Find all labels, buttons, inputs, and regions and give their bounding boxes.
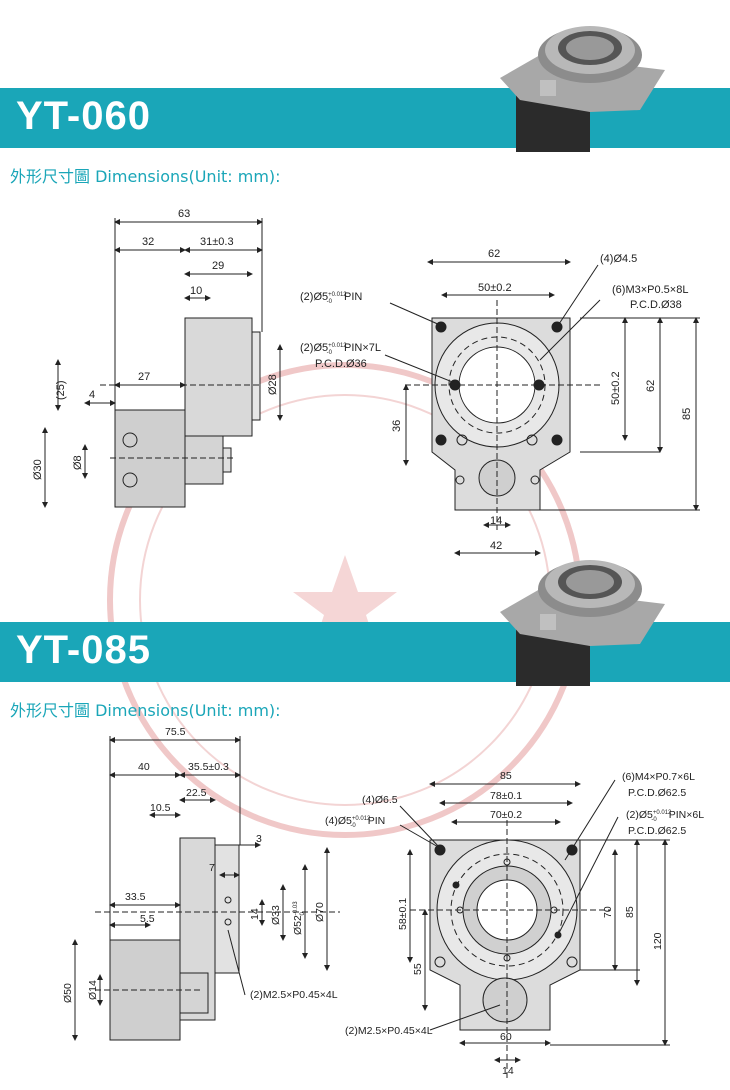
dim-7: 7 [209,862,215,874]
side-body [184,317,253,437]
dim-36: 36 [391,420,403,432]
dia-14: Ø14 [87,980,99,1000]
vert-55: 55 [412,963,424,975]
dim-42: 42 [490,540,502,552]
vert-70: 70 [602,906,614,918]
dim-60: 60 [500,1031,512,1043]
dia-28: Ø28 [267,374,279,395]
dim-32: 32 [142,236,154,248]
hole-4-6-5: (4)Ø6.5 [362,794,398,806]
dia-70: Ø70 [314,902,326,922]
dim-40: 40 [138,761,150,773]
dia-33: Ø33 [270,905,282,925]
dim-63: 63 [178,208,190,220]
dim-27: 27 [138,371,150,383]
dim-31: 31±0.3 [200,236,234,248]
dim-33-5: 33.5 [125,891,146,903]
vert-62: 62 [645,380,657,392]
dia-8: Ø8 [72,455,84,470]
dim-78: 78±0.1 [490,790,522,802]
vert-50: 50±0.2 [610,371,622,405]
dim-29: 29 [212,260,224,272]
model-title: YT-085 [16,628,151,672]
dia-50: Ø50 [62,983,74,1003]
dim-22-5: 22.5 [186,787,207,799]
dimension-heading: 外形尺寸圖 Dimensions(Unit: mm): [10,167,281,186]
vert-85: 85 [681,408,693,420]
dim-75-5: 75.5 [165,726,186,738]
thread-m2-5-side: (2)M2.5×P0.45×4L [250,989,338,1001]
vert-58: 58±0.1 [397,898,409,930]
dim-14-front: 14 [502,1065,514,1077]
dim-14-side: 14 [249,908,261,920]
thread-m2-5-front: (2)M2.5×P0.45×4L [345,1025,433,1037]
thread-m4: (6)M4×P0.7×6L [622,771,695,783]
dim-35-5: 35.5±0.3 [188,761,229,773]
dim-5-5: 5.5 [140,913,155,925]
model-title: YT-060 [16,94,151,138]
dim-10: 10 [190,285,202,297]
pcd-36: P.C.D.Ø36 [315,358,367,370]
dia-30: Ø30 [32,459,44,480]
dim-85-top: 85 [500,770,512,782]
dimension-heading: 外形尺寸圖 Dimensions(Unit: mm): [10,701,281,720]
dim-4: 4 [89,389,95,401]
hole-4-4-5: (4)Ø4.5 [600,253,637,265]
pcd-62-5-a: P.C.D.Ø62.5 [628,787,686,799]
dim-3: 3 [256,833,262,845]
dia-52: Ø52-0.030 [292,901,306,935]
dim-62: 62 [488,248,500,260]
dim-70-h: 70±0.2 [490,809,522,821]
dim-10-5: 10.5 [150,802,171,814]
vert-120: 120 [652,932,664,950]
thread-m3: (6)M3×P0.5×8L [612,284,688,296]
vert-85: 85 [624,906,636,918]
pcd-38: P.C.D.Ø38 [630,299,682,311]
dim-14: 14 [490,515,502,527]
pcd-62-5-b: P.C.D.Ø62.5 [628,825,686,837]
dim-25: (25) [55,380,67,400]
bolt-circle-50: 50±0.2 [478,282,512,294]
